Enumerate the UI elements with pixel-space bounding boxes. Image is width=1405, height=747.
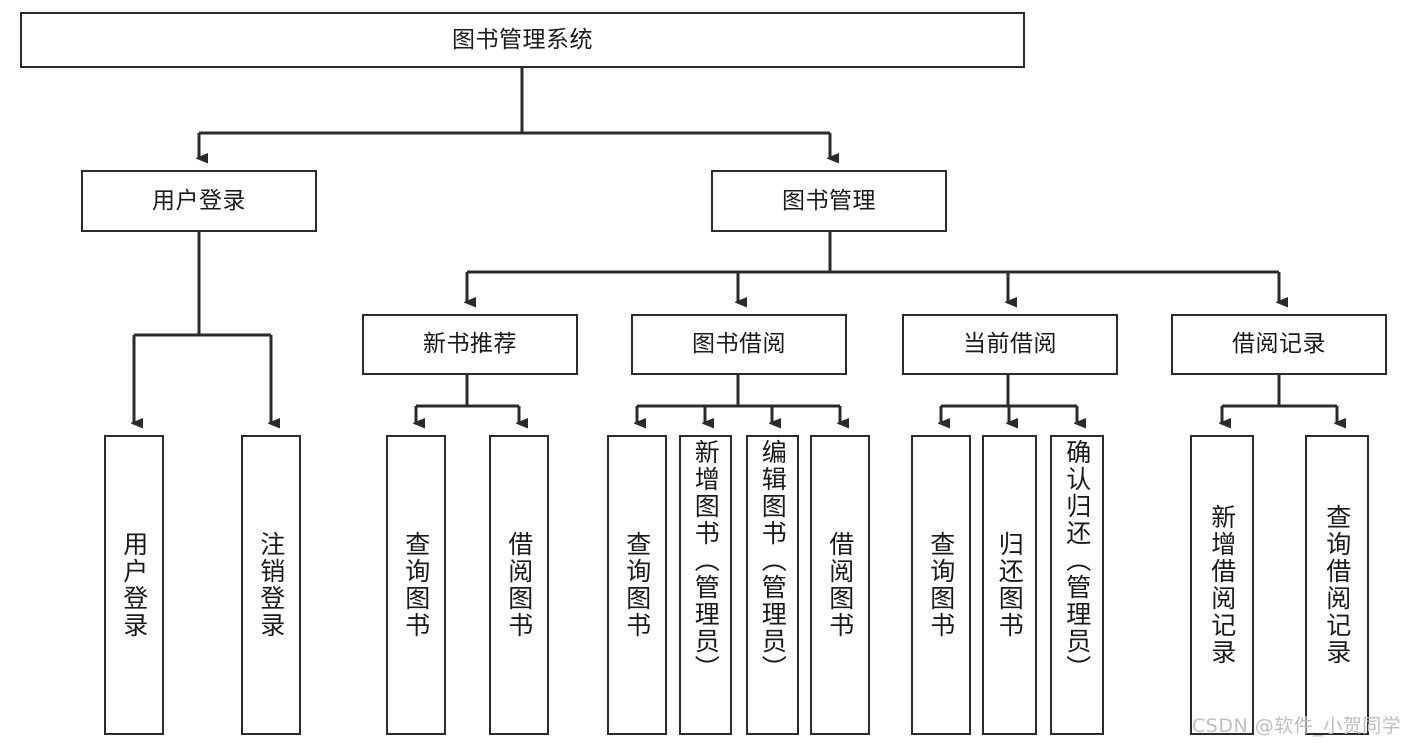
node-new-book-rec[interactable]: 新书推荐 — [362, 314, 578, 375]
node-current-borrow[interactable]: 当前借阅 — [902, 314, 1118, 375]
node-leaf-add-record-label: 新增借阅记录 — [1207, 504, 1237, 666]
node-leaf-borrow-book-1[interactable]: 借阅图书 — [489, 435, 549, 735]
node-leaf-borrow-book-1-label: 借阅图书 — [504, 531, 534, 639]
node-leaf-add-record[interactable]: 新增借阅记录 — [1190, 435, 1254, 735]
node-book-borrow[interactable]: 图书借阅 — [631, 314, 847, 375]
node-borrow-record[interactable]: 借阅记录 — [1171, 314, 1387, 375]
node-leaf-user-login[interactable]: 用户登录 — [104, 435, 164, 735]
node-current-borrow-label: 当前借阅 — [963, 331, 1057, 358]
node-leaf-confirm-return-label: 确认归还（管理员） — [1062, 439, 1092, 682]
node-leaf-query-book-1-label: 查询图书 — [401, 531, 431, 639]
node-root[interactable]: 图书管理系统 — [20, 12, 1025, 68]
csdn-watermark: CSDN @软件_小贺同学 — [1192, 715, 1402, 737]
node-leaf-logout-login[interactable]: 注销登录 — [241, 435, 301, 735]
node-leaf-user-login-label: 用户登录 — [119, 531, 149, 639]
node-leaf-query-book-2-label: 查询图书 — [622, 531, 652, 639]
node-leaf-logout-login-label: 注销登录 — [256, 531, 286, 639]
node-leaf-add-book[interactable]: 新增图书（管理员） — [679, 435, 732, 735]
node-leaf-query-record-label: 查询借阅记录 — [1322, 504, 1352, 666]
node-leaf-borrow-book-2[interactable]: 借阅图书 — [810, 435, 870, 735]
node-leaf-return-book-label: 归还图书 — [995, 531, 1025, 639]
node-leaf-query-record[interactable]: 查询借阅记录 — [1305, 435, 1369, 735]
node-leaf-query-book-1[interactable]: 查询图书 — [386, 435, 446, 735]
node-book-manage-label: 图书管理 — [782, 187, 876, 214]
node-new-book-rec-label: 新书推荐 — [423, 331, 517, 358]
node-leaf-return-book[interactable]: 归还图书 — [982, 435, 1037, 735]
node-root-label: 图书管理系统 — [452, 26, 593, 53]
node-leaf-query-book-2[interactable]: 查询图书 — [607, 435, 667, 735]
node-borrow-record-label: 借阅记录 — [1232, 331, 1326, 358]
node-leaf-confirm-return[interactable]: 确认归还（管理员） — [1050, 435, 1104, 735]
node-leaf-query-book-3-label: 查询图书 — [926, 531, 956, 639]
node-leaf-edit-book[interactable]: 编辑图书（管理员） — [746, 435, 799, 735]
node-leaf-add-book-label: 新增图书（管理员） — [691, 439, 721, 682]
node-leaf-query-book-3[interactable]: 查询图书 — [911, 435, 971, 735]
node-leaf-borrow-book-2-label: 借阅图书 — [825, 531, 855, 639]
node-leaf-edit-book-label: 编辑图书（管理员） — [758, 439, 788, 682]
node-user-login-label: 用户登录 — [152, 187, 246, 214]
node-user-login[interactable]: 用户登录 — [81, 170, 317, 232]
node-book-borrow-label: 图书借阅 — [692, 331, 786, 358]
node-book-manage[interactable]: 图书管理 — [711, 170, 947, 232]
